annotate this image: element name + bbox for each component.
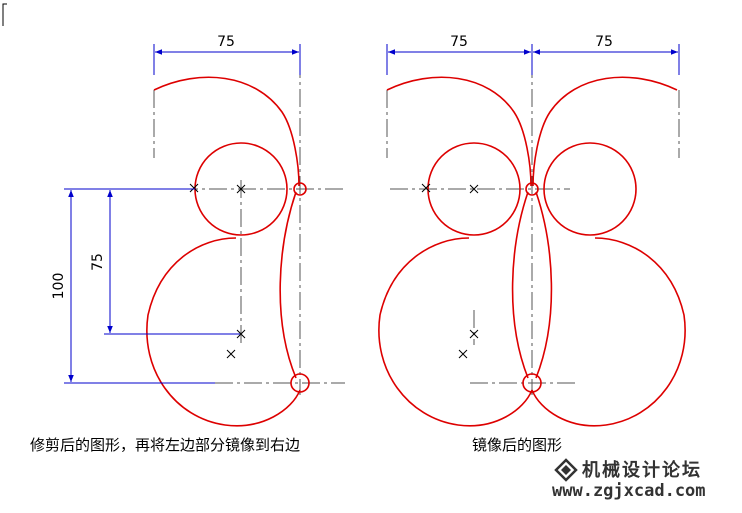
left-lower-big-arc xyxy=(146,237,301,427)
dim-vertical-75-label: 75 xyxy=(90,253,106,271)
right-small-circle-bottom xyxy=(522,373,542,393)
forum-logo-icon xyxy=(554,458,578,482)
left-geometry xyxy=(146,76,310,427)
right-right-upper-circle xyxy=(543,142,637,236)
left-figure: 75 100 75 xyxy=(51,34,345,427)
right-figure: 75 75 xyxy=(378,34,686,427)
right-right-inner-arc xyxy=(535,191,553,379)
left-dimensions xyxy=(64,44,301,384)
right-right-lower-arc xyxy=(531,237,686,427)
left-top-arc xyxy=(153,76,300,187)
right-left-upper-circle xyxy=(427,142,521,236)
left-inner-arc xyxy=(279,191,297,379)
right-center-marks xyxy=(421,183,479,359)
dim-vertical-100-label: 100 xyxy=(51,273,67,300)
right-centerlines xyxy=(386,60,680,395)
corner-bracket-mark xyxy=(2,3,7,26)
caption-right: 镜像后的图形 xyxy=(472,436,563,454)
watermark-url: www.zgjxcad.com xyxy=(552,481,706,501)
dim-left-top-label: 75 xyxy=(217,34,235,50)
right-left-lower-arc xyxy=(378,237,533,427)
right-left-inner-arc xyxy=(511,191,529,379)
dim-right-top-b-label: 75 xyxy=(595,34,613,50)
right-geometry xyxy=(378,76,686,427)
right-right-top-arc xyxy=(532,76,678,187)
right-small-circle-top xyxy=(525,182,539,196)
left-small-circle-bottom xyxy=(290,373,310,393)
left-center-marks xyxy=(189,183,246,359)
watermark: 机械设计论坛 www.zgjxcad.com xyxy=(548,454,738,508)
watermark-title: 机械设计论坛 xyxy=(582,460,702,481)
left-small-circle-top xyxy=(293,182,307,196)
dim-right-top-a-label: 75 xyxy=(450,34,468,50)
right-dimensions xyxy=(386,44,680,75)
left-centerlines xyxy=(153,60,345,395)
right-left-top-arc xyxy=(386,76,532,187)
caption-left: 修剪后的图形，再将左边部分镜像到右边 xyxy=(30,436,301,454)
